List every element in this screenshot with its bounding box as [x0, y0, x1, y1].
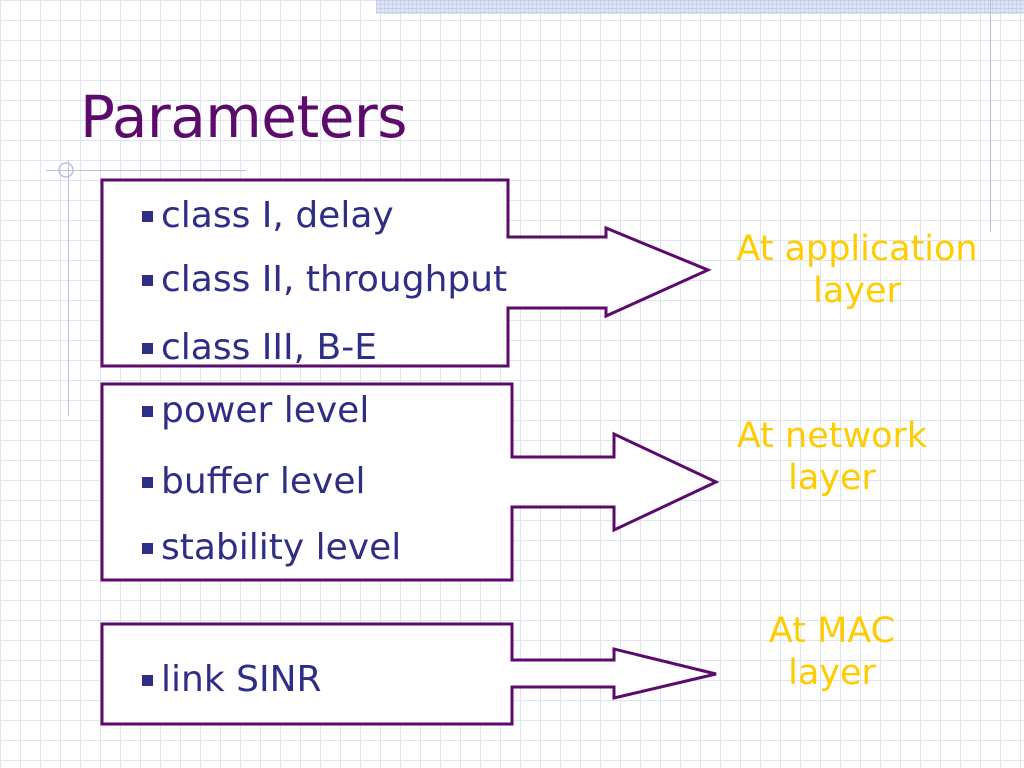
group-box-mac — [100, 622, 717, 726]
header-band — [376, 0, 1024, 14]
list-item: class II, throughput — [142, 262, 507, 298]
group-box-network — [100, 382, 720, 582]
item-label: buffer level — [161, 461, 366, 502]
slide-title: Parameters — [80, 83, 407, 151]
list-item: stability level — [142, 530, 401, 566]
item-label: class III, B-E — [161, 327, 377, 368]
bullet-icon — [142, 275, 153, 286]
decorative-rule-right — [990, 0, 991, 232]
item-label: link SINR — [161, 659, 322, 700]
bullet-icon — [142, 675, 153, 686]
layer-label-network: At network layer — [736, 416, 928, 498]
decorative-rule-horizontal — [46, 170, 246, 171]
item-label: power level — [161, 390, 370, 431]
list-item: buffer level — [142, 464, 365, 500]
item-label: stability level — [161, 527, 402, 568]
list-item: power level — [142, 393, 369, 429]
layer-label-mac: At MAC layer — [768, 611, 896, 693]
bullet-icon — [142, 477, 153, 488]
bullet-icon — [142, 343, 153, 354]
bullet-icon — [142, 406, 153, 417]
layer-label-application: At application layer — [736, 229, 978, 311]
crosshair-icon — [58, 162, 74, 178]
list-item: link SINR — [142, 662, 322, 698]
group-box-application — [100, 178, 712, 368]
item-label: class I, delay — [161, 195, 394, 236]
bullet-icon — [142, 543, 153, 554]
list-item: class I, delay — [142, 198, 394, 234]
decorative-rule-left — [68, 160, 69, 416]
bullet-icon — [142, 211, 153, 222]
item-label: class II, throughput — [161, 259, 508, 300]
list-item: class III, B-E — [142, 330, 377, 366]
